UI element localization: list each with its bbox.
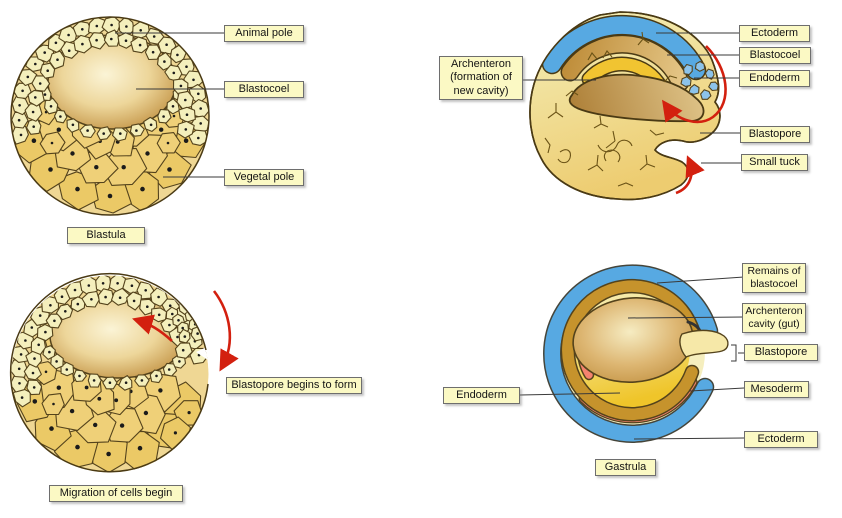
label-archenteron: Archenteron (formation of new cavity) xyxy=(439,56,523,101)
caption-migration: Migration of cells begin xyxy=(49,485,183,503)
label-archenteron-cavity: Archenteron cavity (gut) xyxy=(742,303,806,333)
migration-drawing xyxy=(9,272,209,473)
label-endoderm-4: Endoderm xyxy=(443,387,520,405)
gastrula-drawing xyxy=(543,264,729,443)
involution-arrow-icon xyxy=(661,45,727,124)
endoderm-ring xyxy=(562,280,700,420)
ectoderm-layer xyxy=(543,16,705,79)
caption-gastrula: Gastrula xyxy=(595,459,656,477)
small-tuck-arrow-icon xyxy=(675,155,705,195)
label-blastopore-4: Blastopore xyxy=(744,344,818,362)
label-blastocoel-2: Blastocoel xyxy=(739,47,811,65)
blastopore-arrow-icon xyxy=(212,290,239,372)
label-remains-blastocoel: Remains of blastocoel xyxy=(742,263,806,293)
blastula-drawing xyxy=(10,16,210,216)
endoderm-cells xyxy=(680,60,719,100)
label-blastocoel-1: Blastocoel xyxy=(224,81,304,99)
blastopore-bracket xyxy=(731,344,737,362)
label-ectoderm-4: Ectoderm xyxy=(744,431,818,449)
label-mesoderm: Mesoderm xyxy=(744,381,809,399)
label-small-tuck: Small tuck xyxy=(741,154,808,172)
label-blastopore-2: Blastopore xyxy=(740,126,810,144)
label-connector-lines xyxy=(115,32,746,440)
caption-blastula: Blastula xyxy=(67,227,145,245)
label-blastopore-forming: Blastopore begins to form xyxy=(226,377,362,395)
ectoderm-ring xyxy=(544,265,717,442)
label-endoderm-2: Endoderm xyxy=(739,70,810,88)
label-ectoderm-2: Ectoderm xyxy=(739,25,810,43)
inner-migration-arrow-icon xyxy=(132,314,173,342)
label-animal-pole: Animal pole xyxy=(224,25,304,43)
blastopore-nub xyxy=(679,329,729,358)
early-gastrula-drawing xyxy=(529,11,727,201)
migration-arrows xyxy=(132,290,239,372)
label-vegetal-pole: Vegetal pole xyxy=(224,169,304,187)
cell-texture-squiggles xyxy=(544,31,678,187)
